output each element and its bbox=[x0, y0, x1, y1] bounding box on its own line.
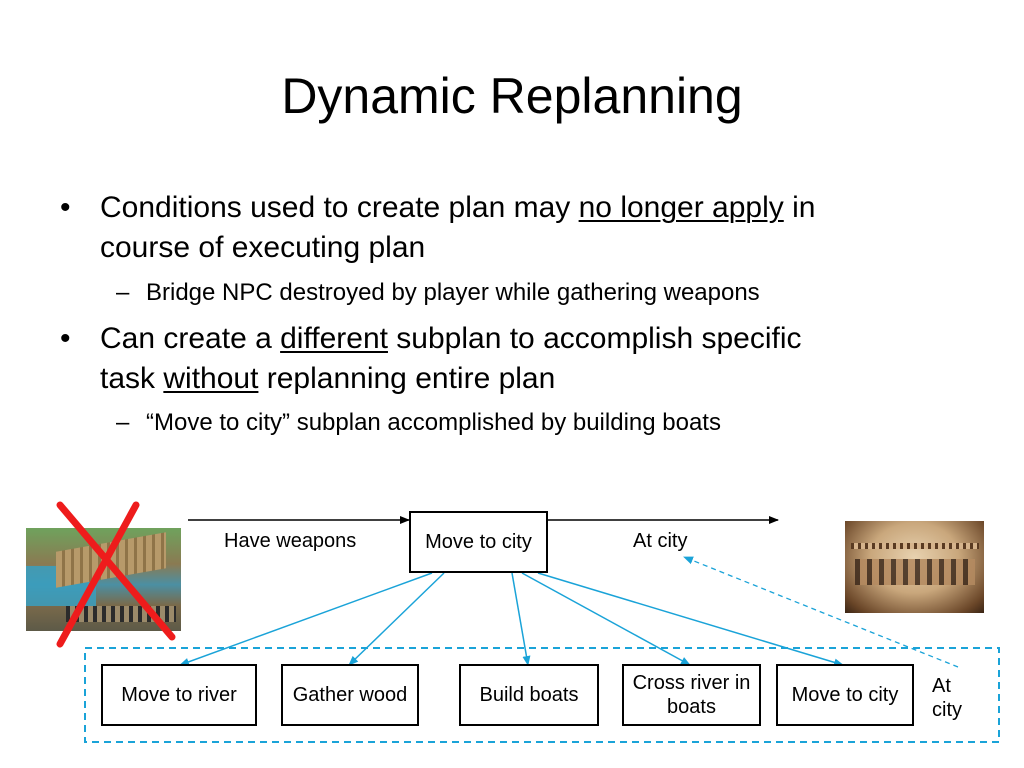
sub-bullet-dash: – bbox=[116, 409, 130, 436]
bullet-1-line-2: course of executing plan bbox=[100, 231, 426, 264]
decomp-arrow-3 bbox=[511, 572, 531, 666]
bullet-1-line-1: Conditions used to create plan may no lo… bbox=[100, 190, 815, 226]
label-at-city: At city bbox=[633, 530, 688, 552]
top-node-move-to-city: Move to city bbox=[409, 511, 548, 573]
bullet-1-text-end: in bbox=[783, 191, 816, 224]
bullet-1-text: Conditions used to create plan may bbox=[100, 191, 579, 224]
sub-bullet-2: “Move to city” subplan accomplished by b… bbox=[146, 409, 721, 436]
subplan-node-3: Build boats bbox=[459, 664, 599, 726]
bullet-2-line-1: Can create a different subplan to accomp… bbox=[100, 321, 802, 357]
bullet-2-cont-emphasis: without bbox=[163, 362, 259, 395]
bullet-1-emphasis: no longer apply bbox=[578, 191, 784, 224]
subplan-result-link bbox=[683, 556, 959, 668]
decomp-arrow-1 bbox=[179, 572, 433, 666]
sub-bullet-dash: – bbox=[116, 279, 130, 306]
subplan-dashed-box bbox=[84, 647, 1000, 743]
decomp-arrow-4 bbox=[521, 572, 691, 666]
decomp-arrow-5 bbox=[537, 572, 844, 667]
boats-image bbox=[845, 521, 984, 613]
label-have-weapons: Have weapons bbox=[224, 530, 357, 552]
sub-bullet-1: Bridge NPC destroyed by player while gat… bbox=[146, 279, 760, 306]
bullet-2-cont-text: task bbox=[100, 362, 164, 395]
bullet-2-text: Can create a bbox=[100, 322, 281, 355]
slide-title: Dynamic Replanning bbox=[281, 68, 743, 124]
subplan-node-2: Gather wood bbox=[281, 664, 419, 726]
subplan-node-5: Move to city bbox=[776, 664, 914, 726]
subplan-node-4: Cross river in boats bbox=[622, 664, 761, 726]
bullet-2-line-2: task without replanning entire plan bbox=[100, 361, 555, 397]
bullet-2-emphasis: different bbox=[280, 322, 388, 355]
subplan-node-1: Move to river bbox=[101, 664, 257, 726]
decomp-arrow-2 bbox=[348, 572, 445, 666]
bullet-2-cont-end: replanning entire plan bbox=[258, 362, 556, 395]
boats-frieze-top bbox=[851, 543, 979, 549]
bullet-marker: • bbox=[60, 191, 71, 224]
bullet-marker: • bbox=[60, 322, 71, 355]
bullet-2-text-end: subplan to accomplish specific bbox=[387, 322, 802, 355]
label-subplan-at-city: At city bbox=[932, 675, 962, 721]
boats-frieze bbox=[855, 559, 975, 585]
